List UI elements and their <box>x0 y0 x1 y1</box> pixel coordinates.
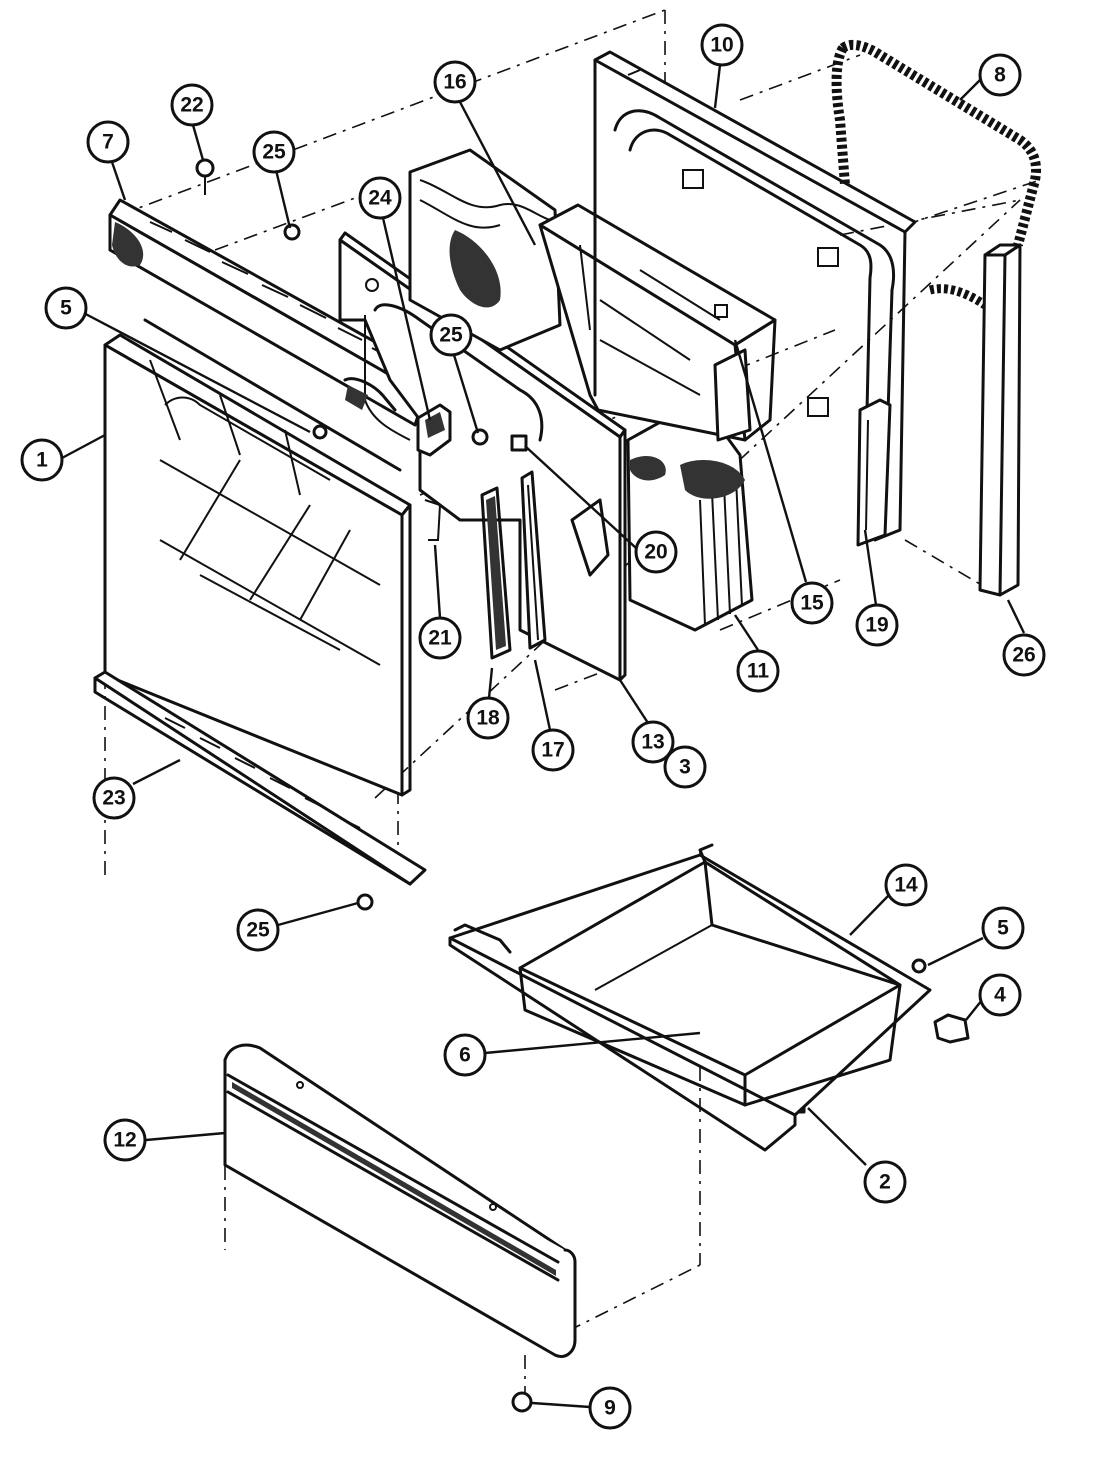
leader-lines <box>61 64 1026 1409</box>
part-outer-door-panel <box>103 318 412 797</box>
callout-label: 25 <box>262 141 286 164</box>
callout-label: 8 <box>994 64 1006 87</box>
callout-14: 14 <box>884 863 928 907</box>
callout-label: 4 <box>994 984 1006 1007</box>
part-drawer-body <box>448 843 932 1152</box>
callout-label: 25 <box>246 919 270 942</box>
part-side-trim <box>978 243 1022 597</box>
callout-label: 5 <box>997 917 1009 940</box>
callout-label: 22 <box>180 94 203 117</box>
callout-7: 7 <box>86 120 130 164</box>
callout-25-top: 25 <box>252 130 296 174</box>
callout-16: 16 <box>433 60 477 104</box>
part-latch <box>343 377 452 457</box>
callout-25-middle: 25 <box>429 313 473 357</box>
callout-1: 1 <box>20 438 64 482</box>
callout-9: 9 <box>588 1386 632 1430</box>
callout-label: 14 <box>894 874 918 897</box>
callout-label: 19 <box>865 614 888 637</box>
callout-label: 25 <box>439 324 463 347</box>
callout-15: 15 <box>790 581 834 625</box>
callout-24: 24 <box>358 176 402 220</box>
part-gasket-strip <box>480 486 512 660</box>
part-control-panel <box>108 198 442 432</box>
callout-label: 15 <box>800 592 824 615</box>
callout-20: 20 <box>634 530 678 574</box>
callout-13: 13 <box>631 720 675 764</box>
callout-label: 26 <box>1012 644 1035 667</box>
callout-label: 21 <box>428 627 452 650</box>
callout-5-drawer: 5 <box>981 906 1025 950</box>
callout-10: 10 <box>700 23 744 67</box>
callout-label: 5 <box>60 297 72 320</box>
callout-label: 18 <box>476 707 500 730</box>
callout-label: 20 <box>644 541 667 564</box>
callout-3: 3 <box>663 745 707 789</box>
callout-label: 16 <box>443 71 466 94</box>
callout-4: 4 <box>978 973 1022 1017</box>
callout-label: 9 <box>604 1397 616 1420</box>
part-door-gasket <box>831 39 1042 309</box>
callout-label: 1 <box>36 449 48 472</box>
callout-19: 19 <box>855 603 899 647</box>
callout-label: 10 <box>710 34 733 57</box>
callout-22: 22 <box>170 83 214 127</box>
callout-label: 6 <box>459 1044 471 1067</box>
callout-label: 7 <box>102 131 114 154</box>
callout-label: 12 <box>113 1129 136 1152</box>
callout-label: 13 <box>641 731 664 754</box>
callout-label: 3 <box>679 756 691 779</box>
callout-26: 26 <box>1002 633 1046 677</box>
part-door-bottom-trim <box>93 670 427 886</box>
part-bracket <box>424 499 442 541</box>
callout-12: 12 <box>103 1118 147 1162</box>
callout-6: 6 <box>443 1033 487 1077</box>
callout-label: 2 <box>879 1171 891 1194</box>
part-drawer-front <box>223 1043 577 1358</box>
callout-5-door: 5 <box>44 286 88 330</box>
callout-8: 8 <box>978 53 1022 97</box>
callout-18: 18 <box>466 696 510 740</box>
part-channel <box>520 470 547 650</box>
callout-23: 23 <box>92 776 136 820</box>
callout-2: 2 <box>863 1160 907 1204</box>
part-hinge <box>856 398 892 547</box>
part-glass-pack <box>538 203 777 442</box>
callout-25-bottom: 25 <box>236 908 280 952</box>
callout-17: 17 <box>531 728 575 772</box>
callout-label: 17 <box>541 739 564 762</box>
callout-21: 21 <box>418 616 462 660</box>
callout-label: 23 <box>102 787 125 810</box>
part-door-insulation <box>408 148 754 632</box>
callout-11: 11 <box>736 649 780 693</box>
callout-label: 11 <box>747 660 770 683</box>
callout-label: 24 <box>368 187 392 210</box>
